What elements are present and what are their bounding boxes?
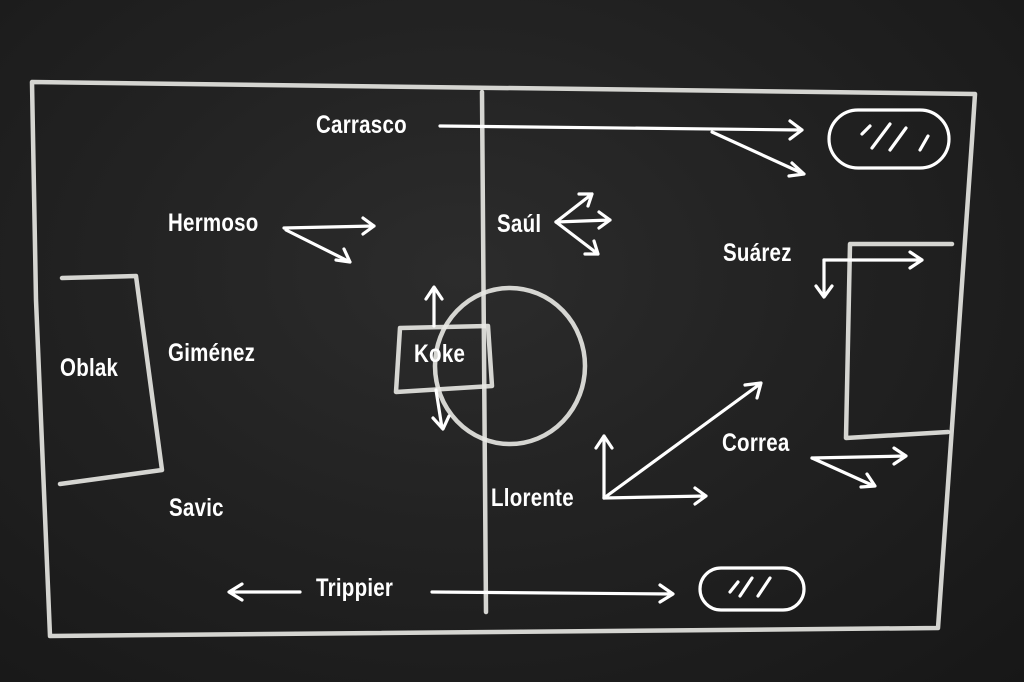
trippier-arrows: [227, 582, 675, 604]
suarez-arrows: [814, 250, 924, 299]
player-label-hermoso: Hermoso: [168, 209, 259, 237]
player-label-gimenez: Giménez: [168, 339, 256, 367]
player-label-correa: Correa: [722, 429, 790, 457]
player-label-koke: Koke: [414, 340, 466, 368]
llorente-arrows: [594, 381, 763, 506]
correa-arrows: [810, 446, 908, 489]
player-label-oblak: Oblak: [60, 354, 119, 382]
player-label-savic: Savic: [169, 494, 224, 522]
pitch-outline: [29, 79, 978, 639]
koke-box: [393, 323, 495, 395]
player-label-saul: Saúl: [497, 210, 542, 238]
player-label-suarez: Suárez: [723, 239, 792, 267]
saul-arrows: [554, 192, 612, 256]
carrasco-arrows: [438, 119, 806, 178]
halfway-line: [479, 89, 489, 615]
player-label-trippier: Trippier: [316, 574, 394, 602]
hermoso-arrows: [282, 216, 376, 264]
target-zone-bottom: [698, 566, 806, 612]
right-penalty-box: [843, 241, 955, 441]
center-circle: [432, 285, 588, 447]
left-penalty-box: [57, 273, 165, 487]
player-label-carrasco: Carrasco: [316, 111, 407, 139]
koke-arrows: [424, 285, 451, 431]
target-zone-top: [827, 108, 951, 170]
player-label-llorente: Llorente: [491, 484, 574, 512]
